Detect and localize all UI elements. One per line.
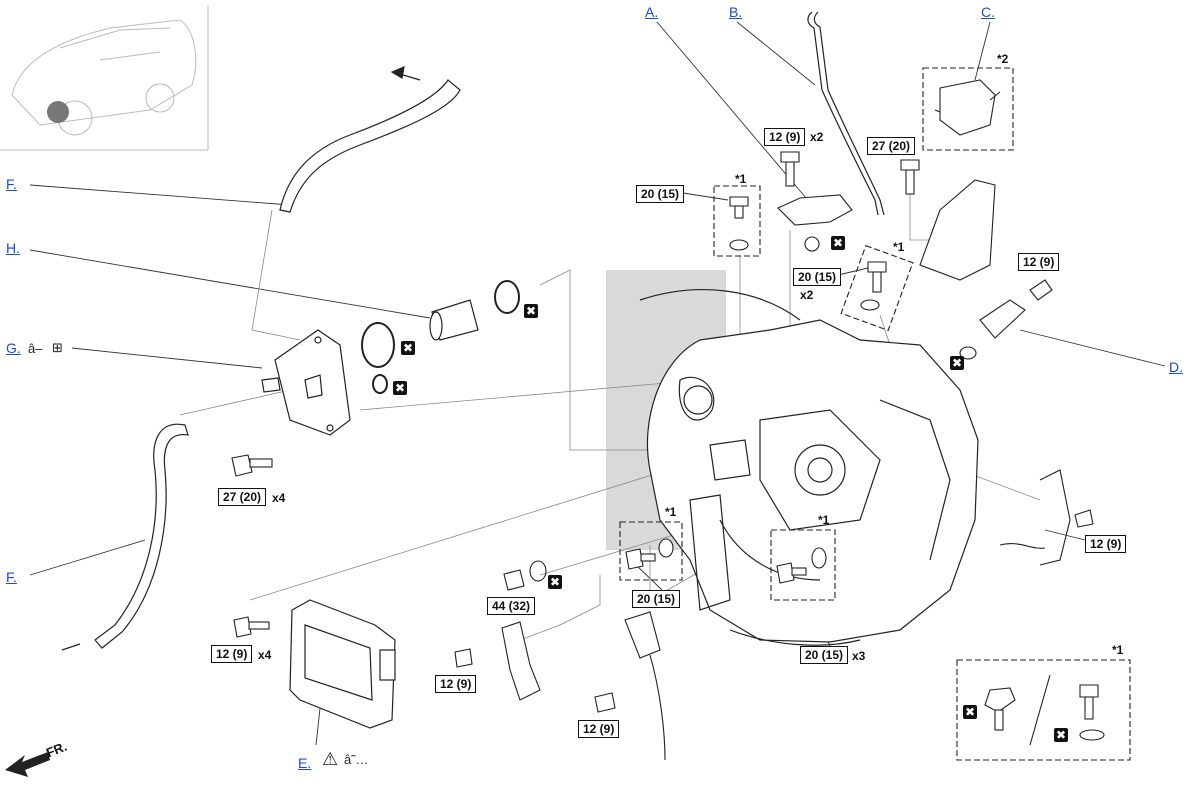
union-adapter-h	[429, 299, 479, 341]
note-star1: *1	[735, 172, 747, 186]
legend-box	[956, 659, 1131, 761]
callout-a[interactable]: A.	[645, 4, 659, 20]
front-arrow-icon	[5, 752, 50, 777]
callout-b[interactable]: B.	[729, 4, 743, 20]
torque-label: 20 (15)	[636, 185, 685, 203]
torque-label: 12 (9)	[764, 128, 806, 146]
bolt-group-mid	[840, 244, 914, 332]
speed-sensor-d	[959, 279, 1053, 360]
torque-label: 12 (9)	[578, 720, 620, 738]
torque-label: 20 (15)	[800, 646, 849, 664]
note-star1: *1	[1112, 643, 1124, 657]
multiplier-label: x3	[852, 649, 866, 663]
callout-h[interactable]: H.	[6, 240, 20, 256]
transaxle-assembly	[639, 288, 979, 646]
oil-cooler-g	[261, 329, 351, 436]
torque-label: 12 (9)	[1018, 253, 1060, 271]
no-reuse-icon: ✖	[831, 236, 845, 250]
torque-label: 12 (9)	[435, 675, 477, 693]
harness-connector	[594, 611, 666, 761]
info-box-icon: ⊞	[52, 340, 63, 355]
callout-f-upper[interactable]: F.	[6, 176, 17, 192]
control-module-e	[289, 599, 396, 729]
multiplier-label: x2	[800, 288, 814, 302]
torque-label: 20 (15)	[632, 590, 681, 608]
multiplier-label: x2	[810, 130, 824, 144]
no-reuse-icon: ✖	[548, 575, 562, 589]
leader-lines	[29, 21, 1166, 746]
no-reuse-icon: ✖	[963, 705, 977, 719]
harness-right	[999, 469, 1094, 566]
harness-bracket-left	[454, 621, 541, 701]
bracket-right	[919, 179, 996, 281]
part-c-module	[922, 67, 1014, 151]
torque-label: 27 (20)	[867, 137, 916, 155]
callout-f-lower[interactable]: F.	[6, 569, 17, 585]
bracket-a	[777, 194, 853, 252]
bolt-group-lower-right	[770, 529, 836, 601]
no-reuse-icon: ✖	[524, 304, 538, 318]
callout-e-suffix: â˜…	[344, 752, 369, 767]
torque-label: 27 (20)	[218, 488, 267, 506]
bolt-group-upper-left	[713, 185, 761, 257]
oil-level-gauge-tube	[807, 11, 885, 216]
note-star1: *1	[818, 513, 830, 527]
no-reuse-icon: ✖	[1054, 728, 1068, 742]
no-reuse-icon: ✖	[401, 341, 415, 355]
oil-cooler-hose-lower	[61, 423, 189, 651]
bolt-12-top	[780, 151, 800, 187]
multiplier-label: x4	[272, 491, 286, 505]
note-star1: *1	[665, 505, 677, 519]
bolt-group-lower-left	[619, 521, 683, 581]
torque-label: 12 (9)	[211, 645, 253, 663]
callout-d[interactable]: D.	[1169, 359, 1183, 375]
multiplier-label: x4	[258, 648, 272, 662]
bolt-12-ecu	[233, 616, 270, 638]
no-reuse-icon: ✖	[950, 356, 964, 370]
warning-icon: ⚠	[322, 749, 339, 769]
torque-label: 44 (32)	[487, 597, 536, 615]
vehicle-locator-thumbnail	[0, 5, 209, 151]
note-star2: *2	[997, 52, 1009, 66]
callout-c[interactable]: C.	[981, 4, 995, 20]
torque-label: 20 (15)	[793, 268, 842, 286]
bolt-27-left	[231, 454, 273, 477]
note-star1: *1	[893, 240, 905, 254]
drain-plug	[503, 560, 547, 591]
callout-g-suffix: â–	[28, 341, 43, 356]
bolt-27-top	[900, 159, 920, 195]
no-reuse-icon: ✖	[393, 381, 407, 395]
oil-cooler-hose-upper	[279, 66, 461, 213]
callout-g[interactable]: G.	[6, 340, 21, 356]
cooler-o-rings	[361, 280, 520, 394]
callout-e[interactable]: E.	[298, 755, 312, 771]
locator-highlight-spot	[47, 101, 69, 123]
torque-label: 12 (9)	[1085, 535, 1127, 553]
